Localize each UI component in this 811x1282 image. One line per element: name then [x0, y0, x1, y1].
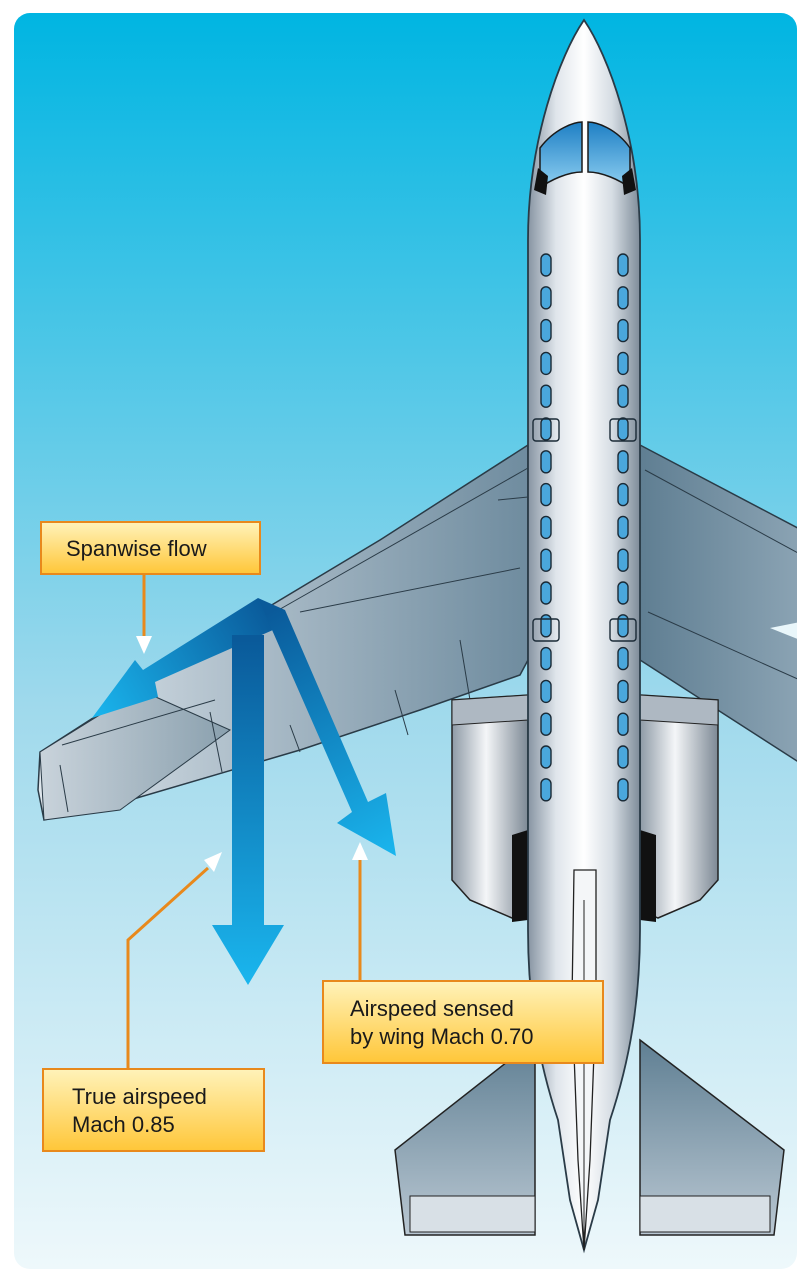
fuselage — [527, 18, 641, 1254]
spanwise-flow-callout: Spanwise flow — [40, 521, 261, 575]
true-airspeed-arrow — [212, 635, 284, 985]
right-window — [617, 351, 629, 376]
left-window — [540, 318, 552, 343]
right-window — [617, 745, 629, 769]
right-window — [617, 515, 629, 540]
sensed-airspeed-arrow — [258, 598, 396, 856]
airplane — [37, 18, 797, 1254]
left-window — [540, 614, 552, 638]
true-airspeed-label: True airspeed — [72, 1084, 207, 1109]
left-window — [540, 548, 552, 572]
sensed-airspeed-mach: by wing Mach 0.70 — [350, 1024, 534, 1049]
right-window-row — [609, 253, 637, 802]
right-emergency-exit — [609, 618, 637, 642]
right-engine — [639, 694, 719, 922]
right-stabilizer — [639, 1038, 785, 1236]
right-window — [617, 548, 629, 572]
left-emergency-exit — [532, 618, 560, 642]
right-window — [617, 253, 629, 277]
right-window — [617, 712, 629, 736]
left-window — [540, 778, 552, 802]
right-emergency-exit — [609, 418, 637, 442]
right-window — [617, 450, 629, 474]
left-window-row — [532, 253, 560, 802]
right-window — [617, 679, 629, 704]
sensed-airspeed-leader-tip — [352, 842, 368, 860]
leader-arrowheads — [136, 636, 368, 872]
left-window — [540, 679, 552, 704]
true-airspeed-callout: True airspeed Mach 0.85 — [42, 1068, 265, 1152]
left-window — [540, 384, 552, 408]
airflow-arrows — [92, 598, 396, 985]
right-window — [617, 482, 629, 507]
right-window — [617, 384, 629, 408]
left-window — [540, 351, 552, 376]
left-window — [540, 482, 552, 507]
true-airspeed-mach: Mach 0.85 — [72, 1112, 175, 1137]
right-window — [617, 581, 629, 605]
left-emergency-exit — [532, 418, 560, 442]
left-window — [540, 712, 552, 736]
true-airspeed-leader-tip — [204, 852, 222, 872]
left-window — [540, 745, 552, 769]
left-engine — [451, 694, 529, 922]
true-airspeed-leader — [126, 866, 210, 1068]
left-window — [540, 253, 552, 277]
left-window — [540, 581, 552, 605]
right-window — [617, 646, 629, 671]
sensed-airspeed-callout: Airspeed sensed by wing Mach 0.70 — [322, 980, 604, 1064]
right-window — [617, 286, 629, 310]
left-window — [540, 286, 552, 310]
left-window — [540, 646, 552, 671]
left-stabilizer — [394, 1038, 536, 1236]
cockpit-windshield — [534, 121, 636, 195]
leader-lines — [126, 575, 362, 1068]
right-window — [617, 318, 629, 343]
left-window — [540, 515, 552, 540]
spanwise-flow-arrow — [92, 598, 282, 718]
sensed-airspeed-label: Airspeed sensed — [350, 996, 514, 1021]
left-window — [540, 417, 552, 441]
left-window — [540, 450, 552, 474]
right-window — [617, 614, 629, 638]
right-window — [617, 417, 629, 441]
spanwise-flow-label: Spanwise flow — [66, 536, 207, 561]
spanwise-leader-tip — [136, 636, 152, 654]
right-window — [617, 778, 629, 802]
